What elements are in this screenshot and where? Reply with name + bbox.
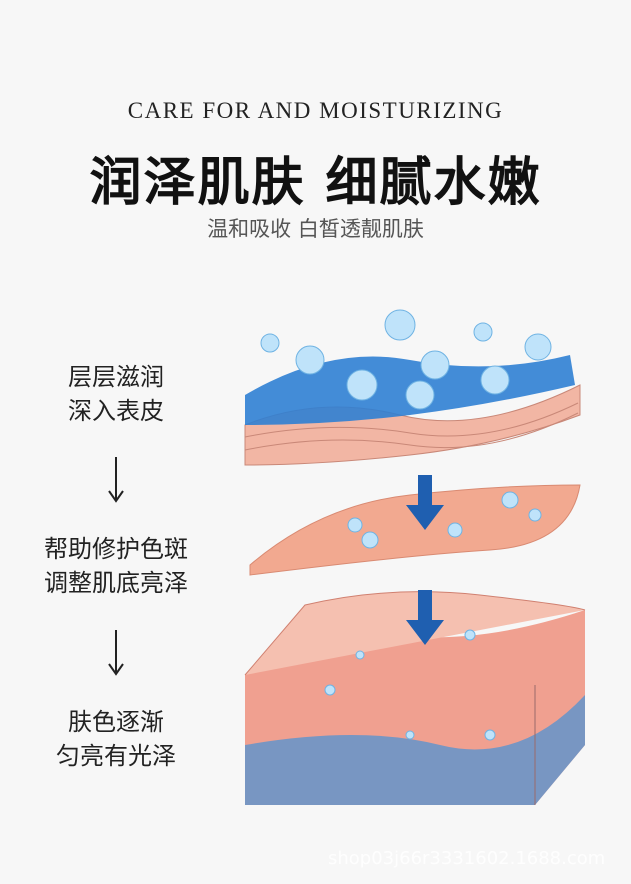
subtitle: 温和吸收 白皙透靓肌肤 xyxy=(207,217,424,241)
water-bubbles xyxy=(260,309,552,741)
step-1-line1: 层层滋润 xyxy=(68,363,164,391)
step-2-line2: 调整肌底亮泽 xyxy=(44,569,188,597)
down-arrows xyxy=(406,475,444,645)
step-3: 肤色逐渐 匀亮有光泽 xyxy=(0,705,232,773)
skin-layers-illustration xyxy=(244,309,586,805)
step-1-line2: 深入表皮 xyxy=(68,397,164,425)
arrow-down-icon xyxy=(108,630,124,676)
step-3-line2: 匀亮有光泽 xyxy=(56,742,176,770)
arrow-down-icon xyxy=(108,457,124,503)
step-2: 帮助修护色斑 调整肌底亮泽 xyxy=(0,532,232,600)
step-3-line1: 肤色逐渐 xyxy=(68,708,164,736)
step-1: 层层滋润 深入表皮 xyxy=(0,360,232,428)
bottom-skin-block xyxy=(244,591,586,805)
main-title: 润泽肌肤 细腻水嫩 xyxy=(89,152,542,213)
watermark: shop03j66r3331602.1688.com xyxy=(328,848,606,869)
step-2-line1: 帮助修护色斑 xyxy=(44,535,188,563)
eyebrow-heading: CARE FOR AND MOISTURIZING xyxy=(127,98,504,123)
top-skin-layer xyxy=(244,355,581,466)
middle-skin-layer xyxy=(249,484,581,576)
